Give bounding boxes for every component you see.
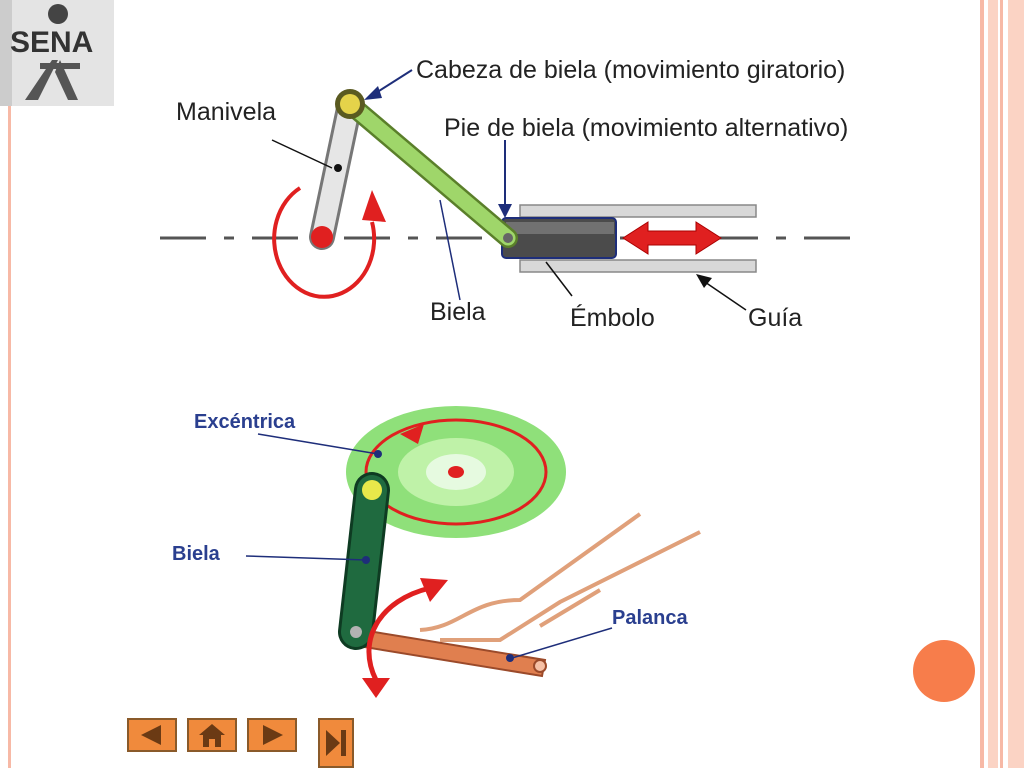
right-stripes: [980, 0, 1024, 768]
label-cabeza-de-biela: Cabeza de biela (movimiento giratorio): [416, 56, 845, 84]
home-icon: [199, 724, 225, 747]
label-biela-2: Biela: [172, 543, 221, 565]
prev-button[interactable]: [127, 718, 177, 752]
label-manivela: Manivela: [176, 98, 276, 126]
next-button[interactable]: [247, 718, 297, 752]
logo-text: SENA: [10, 26, 93, 59]
left-stripe: [8, 0, 11, 768]
label-guia: Guía: [748, 304, 802, 332]
last-button[interactable]: [318, 718, 354, 768]
sena-logo: SENA: [0, 0, 114, 106]
label-excentrica: Excéntrica: [194, 411, 296, 433]
crank-slider-diagram: [160, 69, 860, 311]
prev-icon: [141, 725, 161, 745]
label-palanca: Palanca: [612, 607, 688, 629]
label-pie-de-biela: Pie de biela (movimiento alternativo): [444, 114, 848, 142]
eccentric-lever-diagram: [245, 406, 701, 698]
next-icon: [263, 725, 283, 745]
label-embolo: Émbolo: [570, 303, 655, 332]
decorative-circle: [913, 640, 975, 702]
label-biela-1: Biela: [430, 298, 486, 326]
last-icon: [326, 730, 346, 756]
home-button[interactable]: [187, 718, 237, 752]
